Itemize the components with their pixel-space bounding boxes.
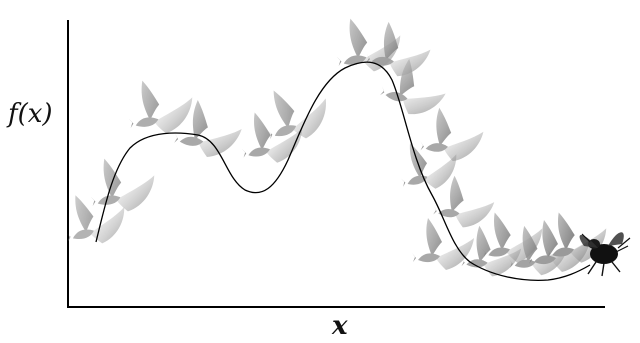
x-axis-label: x (331, 311, 348, 341)
bat-icon (363, 19, 434, 82)
bat-icon (125, 76, 196, 137)
bat-icon (418, 106, 486, 164)
fly-icon (579, 232, 631, 277)
axes (67, 20, 605, 308)
bat-icon (478, 208, 546, 266)
bat-icon (238, 108, 306, 166)
bat-swarm (59, 14, 610, 279)
bat-icon (87, 154, 158, 215)
y-axis-label: f(x) (6, 99, 53, 129)
objective-curve (95, 61, 591, 281)
bat-icon (59, 187, 130, 250)
